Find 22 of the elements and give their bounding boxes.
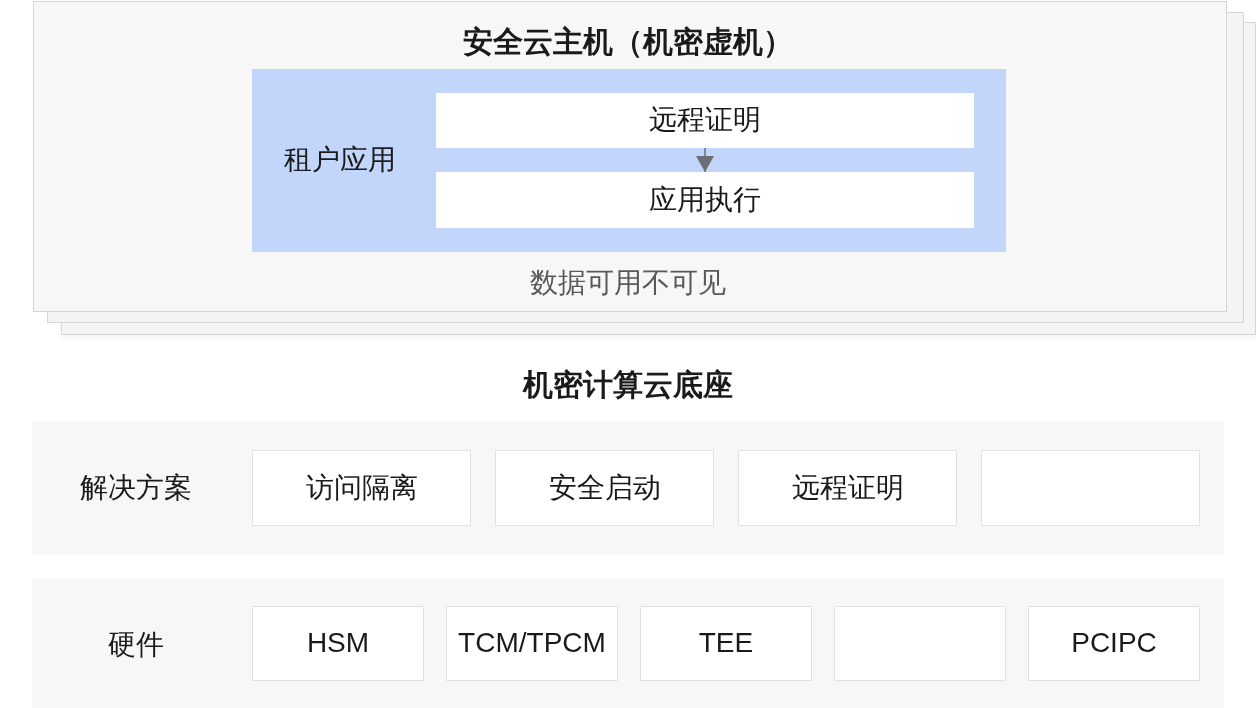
component-box: TEE — [640, 606, 812, 681]
card-caption: 数据可用不可见 — [530, 266, 726, 300]
card-panel — [33, 1, 1227, 312]
layer-band — [32, 579, 1224, 708]
component-box: TCM/TPCM — [446, 606, 618, 681]
component-box: HSM — [252, 606, 424, 681]
card-title: 安全云主机（机密虚机） — [463, 24, 793, 60]
process-box: 远程证明 — [436, 93, 974, 148]
layer-label: 解决方案 — [80, 471, 192, 505]
panel-label: 租户应用 — [284, 143, 396, 177]
layer-band — [32, 422, 1224, 554]
component-box: 访问隔离 — [252, 450, 471, 526]
component-box: 远程证明 — [738, 450, 957, 526]
section-heading: 机密计算云底座 — [523, 367, 733, 403]
group-panel — [252, 69, 1006, 252]
component-box — [981, 450, 1200, 526]
arrow — [696, 147, 714, 173]
component-box: 安全启动 — [495, 450, 714, 526]
component-box — [834, 606, 1006, 681]
layer-label: 硬件 — [108, 628, 164, 662]
process-box: 应用执行 — [436, 172, 974, 228]
component-box: PCIPC — [1028, 606, 1200, 681]
